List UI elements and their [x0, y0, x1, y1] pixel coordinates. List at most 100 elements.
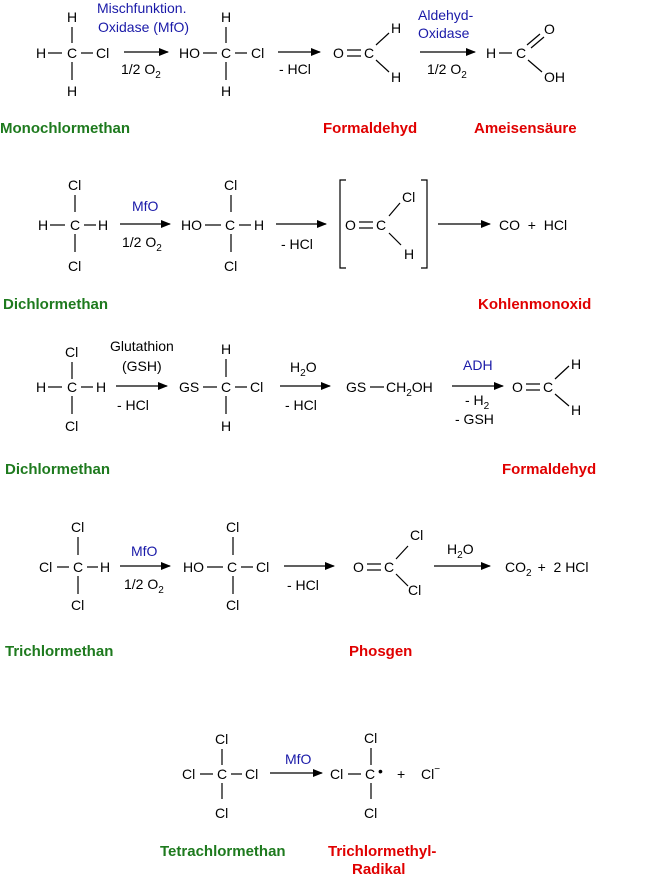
reaction-arrow-9: ADH - H2 - GSH [452, 357, 504, 427]
reaction-arrow-4: MfO 1/2 O2 [120, 198, 171, 254]
product-name: Formaldehyd [323, 120, 417, 137]
atom-oh: OH [544, 69, 565, 85]
compound-name: Monochlormethan [0, 120, 130, 137]
atom-h: H [254, 217, 264, 233]
product-name: Kohlenmonoxid [478, 296, 591, 313]
condition-label: 1/2 O2 [122, 234, 162, 254]
tetrachlormethan-structure: Cl Cl C Cl Cl [182, 731, 258, 821]
reaction-arrow-10: MfO 1/2 O2 [120, 543, 171, 596]
atom-h: H [98, 217, 108, 233]
compound-name: Dichlormethan [3, 296, 108, 313]
condition-label: - HCl [279, 61, 311, 77]
reagent-label: H2O [447, 541, 474, 561]
enzyme-label: Oxidase (MfO) [98, 19, 189, 35]
atom-cl: Cl [256, 559, 269, 575]
enzyme-label: MfO [132, 198, 159, 214]
hydroxy-intermediate-2: Cl HO C H Cl [181, 177, 264, 274]
atom-c: C [227, 559, 237, 575]
enzyme-label: Oxidase [418, 25, 470, 41]
condition-label: - GSH [455, 411, 494, 427]
atom-cl: Cl [65, 344, 78, 360]
atom-c: C [73, 559, 83, 575]
condition-label: - HCl [117, 397, 149, 413]
product-name: Formaldehyd [502, 461, 596, 478]
compound-name: Tetrachlormethan [160, 843, 286, 860]
reaction-arrow-12: H2O [434, 541, 491, 570]
atom-h: H [100, 559, 110, 575]
atom-cl: Cl [215, 731, 228, 747]
atom-o: O [333, 45, 344, 61]
atom-gs: GS [346, 379, 366, 395]
reagent-label: H2O [290, 359, 317, 379]
compound-name: Dichlormethan [5, 461, 110, 478]
atom-cl: Cl [245, 766, 258, 782]
trichlormethyl-radical-structure: Cl Cl C • Cl [330, 730, 383, 821]
atom-cl: Cl [364, 805, 377, 821]
atom-c: C [376, 217, 386, 233]
radical-dot: • [378, 763, 383, 779]
atom-c: C [67, 379, 77, 395]
reagent-label: (GSH) [122, 358, 162, 374]
product-co-hcl: CO + HCl [499, 217, 567, 233]
atom-cl: Cl [364, 730, 377, 746]
reaction-arrow-11: - HCl [284, 562, 335, 593]
reaction-arrow-5: - HCl [276, 220, 327, 252]
enzyme-label: Aldehyd- [418, 7, 474, 23]
atom-c: C [365, 766, 375, 782]
atom-c: C [221, 379, 231, 395]
atom-h: H [67, 83, 77, 99]
dichlormethan-structure-2: Cl H C H Cl [36, 344, 106, 434]
chloride-ion: Cl− [421, 764, 440, 782]
atom-c: C [516, 45, 526, 61]
atom-h: H [96, 379, 106, 395]
atom-c: C [543, 379, 553, 395]
trichlormethan-structure: Cl Cl C H Cl [39, 519, 110, 613]
hydroxy-intermediate-3: Cl HO C Cl Cl [183, 519, 269, 613]
condition-label: 1/2 O2 [121, 61, 161, 81]
atom-cl: Cl [330, 766, 343, 782]
atom-h: H [36, 45, 46, 61]
atom-h: H [571, 356, 581, 372]
atom-ch2oh: CH2OH [386, 379, 433, 399]
product-name: Phosgen [349, 643, 412, 660]
hydroxy-intermediate-1: H HO C Cl H [179, 9, 264, 99]
atom-o: O [345, 217, 356, 233]
atom-h: H [67, 9, 77, 25]
dichlormethan-structure-1: Cl H C H Cl [38, 177, 108, 274]
atom-o: O [512, 379, 523, 395]
condition-label: 1/2 O2 [124, 576, 164, 596]
atom-ho: HO [183, 559, 204, 575]
product-name: Radikal [352, 861, 405, 878]
atom-cl: Cl [71, 597, 84, 613]
atom-cl: Cl [215, 805, 228, 821]
monochlormethan-structure: H H C Cl H [36, 9, 109, 99]
atom-h: H [486, 45, 496, 61]
atom-gs: GS [179, 379, 199, 395]
condition-label: - HCl [281, 236, 313, 252]
atom-c: C [67, 45, 77, 61]
atom-h: H [404, 246, 414, 262]
atom-cl: Cl [410, 527, 423, 543]
atom-cl: Cl [226, 519, 239, 535]
condition-label: - H2 [465, 392, 490, 412]
condition-label: - HCl [287, 577, 319, 593]
phosgen-structure: O C Cl Cl [353, 527, 423, 598]
enzyme-label: MfO [285, 751, 312, 767]
enzyme-label: MfO [131, 543, 158, 559]
product-co2-hcl: CO2+ 2 HCl [505, 559, 589, 579]
formaldehyd-structure-2: O C H H [512, 356, 581, 418]
reaction-arrow-1: Mischfunktion. Oxidase (MfO) 1/2 O2 [97, 0, 189, 81]
atom-h: H [36, 379, 46, 395]
atom-cl: Cl [65, 418, 78, 434]
atom-o: O [544, 21, 555, 37]
atom-cl: Cl [96, 45, 109, 61]
atom-h: H [571, 402, 581, 418]
atom-cl: Cl [226, 597, 239, 613]
atom-cl: Cl [408, 582, 421, 598]
atom-o: O [353, 559, 364, 575]
atom-ho: HO [179, 45, 200, 61]
condition-label: - HCl [285, 397, 317, 413]
atom-cl: Cl [251, 45, 264, 61]
atom-h: H [38, 217, 48, 233]
